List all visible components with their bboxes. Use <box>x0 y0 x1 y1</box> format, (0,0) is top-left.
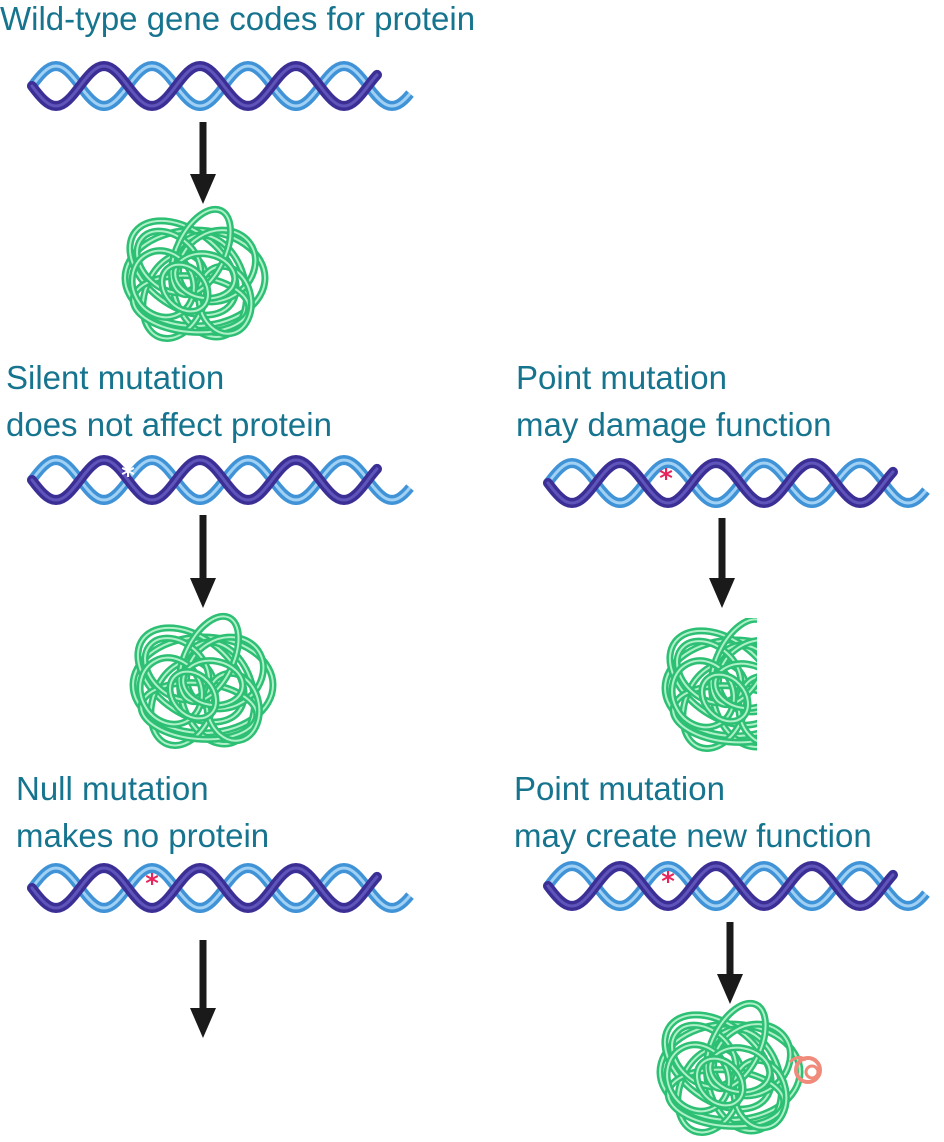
title-text: Wild-type gene codes for protein <box>0 0 476 37</box>
dna-helix-new-function: * <box>543 860 930 912</box>
arrow-head <box>190 174 216 204</box>
point-mutation-damage-label: Point mutation may damage function <box>516 354 832 448</box>
null-mutation-line2: makes no protein <box>16 817 270 854</box>
mutation-asterisk-icon: * <box>659 464 673 494</box>
protein-coil <box>121 205 269 342</box>
arrow-down <box>190 515 216 608</box>
arrow-down <box>190 940 216 1038</box>
protein-wildtype <box>121 205 269 342</box>
protein-new-function <box>656 999 822 1136</box>
silent-mutation-line2: does not affect protein <box>6 406 332 443</box>
dna-helix-wildtype <box>27 60 414 112</box>
dna-strand-front <box>27 454 382 506</box>
point-mutation-damage-line1: Point mutation <box>516 359 727 396</box>
protein-coil <box>656 999 804 1136</box>
null-mutation-label: Null mutation makes no protein <box>16 765 269 859</box>
silent-mutation-line1: Silent mutation <box>6 359 225 396</box>
null-mutation-line1: Null mutation <box>16 770 209 807</box>
dna-helix-null: * <box>27 862 414 914</box>
mutation-asterisk-icon: * <box>145 869 159 899</box>
point-mutation-new-function-label: Point mutation may create new function <box>514 765 872 859</box>
point-mutation-new-function-line1: Point mutation <box>514 770 725 807</box>
protein-damaged-truncated <box>661 618 757 752</box>
arrow-head <box>190 1008 216 1038</box>
protein-coil <box>661 618 757 752</box>
protein-coil <box>129 612 277 749</box>
mutation-asterisk-icon: * <box>121 461 135 491</box>
silent-mutation-label: Silent mutation does not affect protein <box>6 354 332 448</box>
dna-strand-front <box>543 457 898 509</box>
arrow-head <box>709 578 735 608</box>
dna-strand-front <box>27 862 382 914</box>
dna-strand-front <box>543 860 898 912</box>
dna-strand-front <box>27 60 382 112</box>
arrow-head <box>717 974 743 1004</box>
arrow-down <box>717 922 743 1004</box>
point-mutation-new-function-line2: may create new function <box>514 817 872 854</box>
arrow-head <box>190 578 216 608</box>
arrow-down <box>190 122 216 204</box>
arrow-down <box>709 518 735 608</box>
point-mutation-damage-line2: may damage function <box>516 406 832 443</box>
protein-silent <box>129 612 277 749</box>
new-function-domain <box>788 1055 822 1084</box>
dna-helix-damage: * <box>543 457 930 509</box>
title: Wild-type gene codes for protein <box>0 0 475 42</box>
dna-helix-silent: * <box>27 454 414 506</box>
mutation-asterisk-icon: * <box>661 867 675 897</box>
